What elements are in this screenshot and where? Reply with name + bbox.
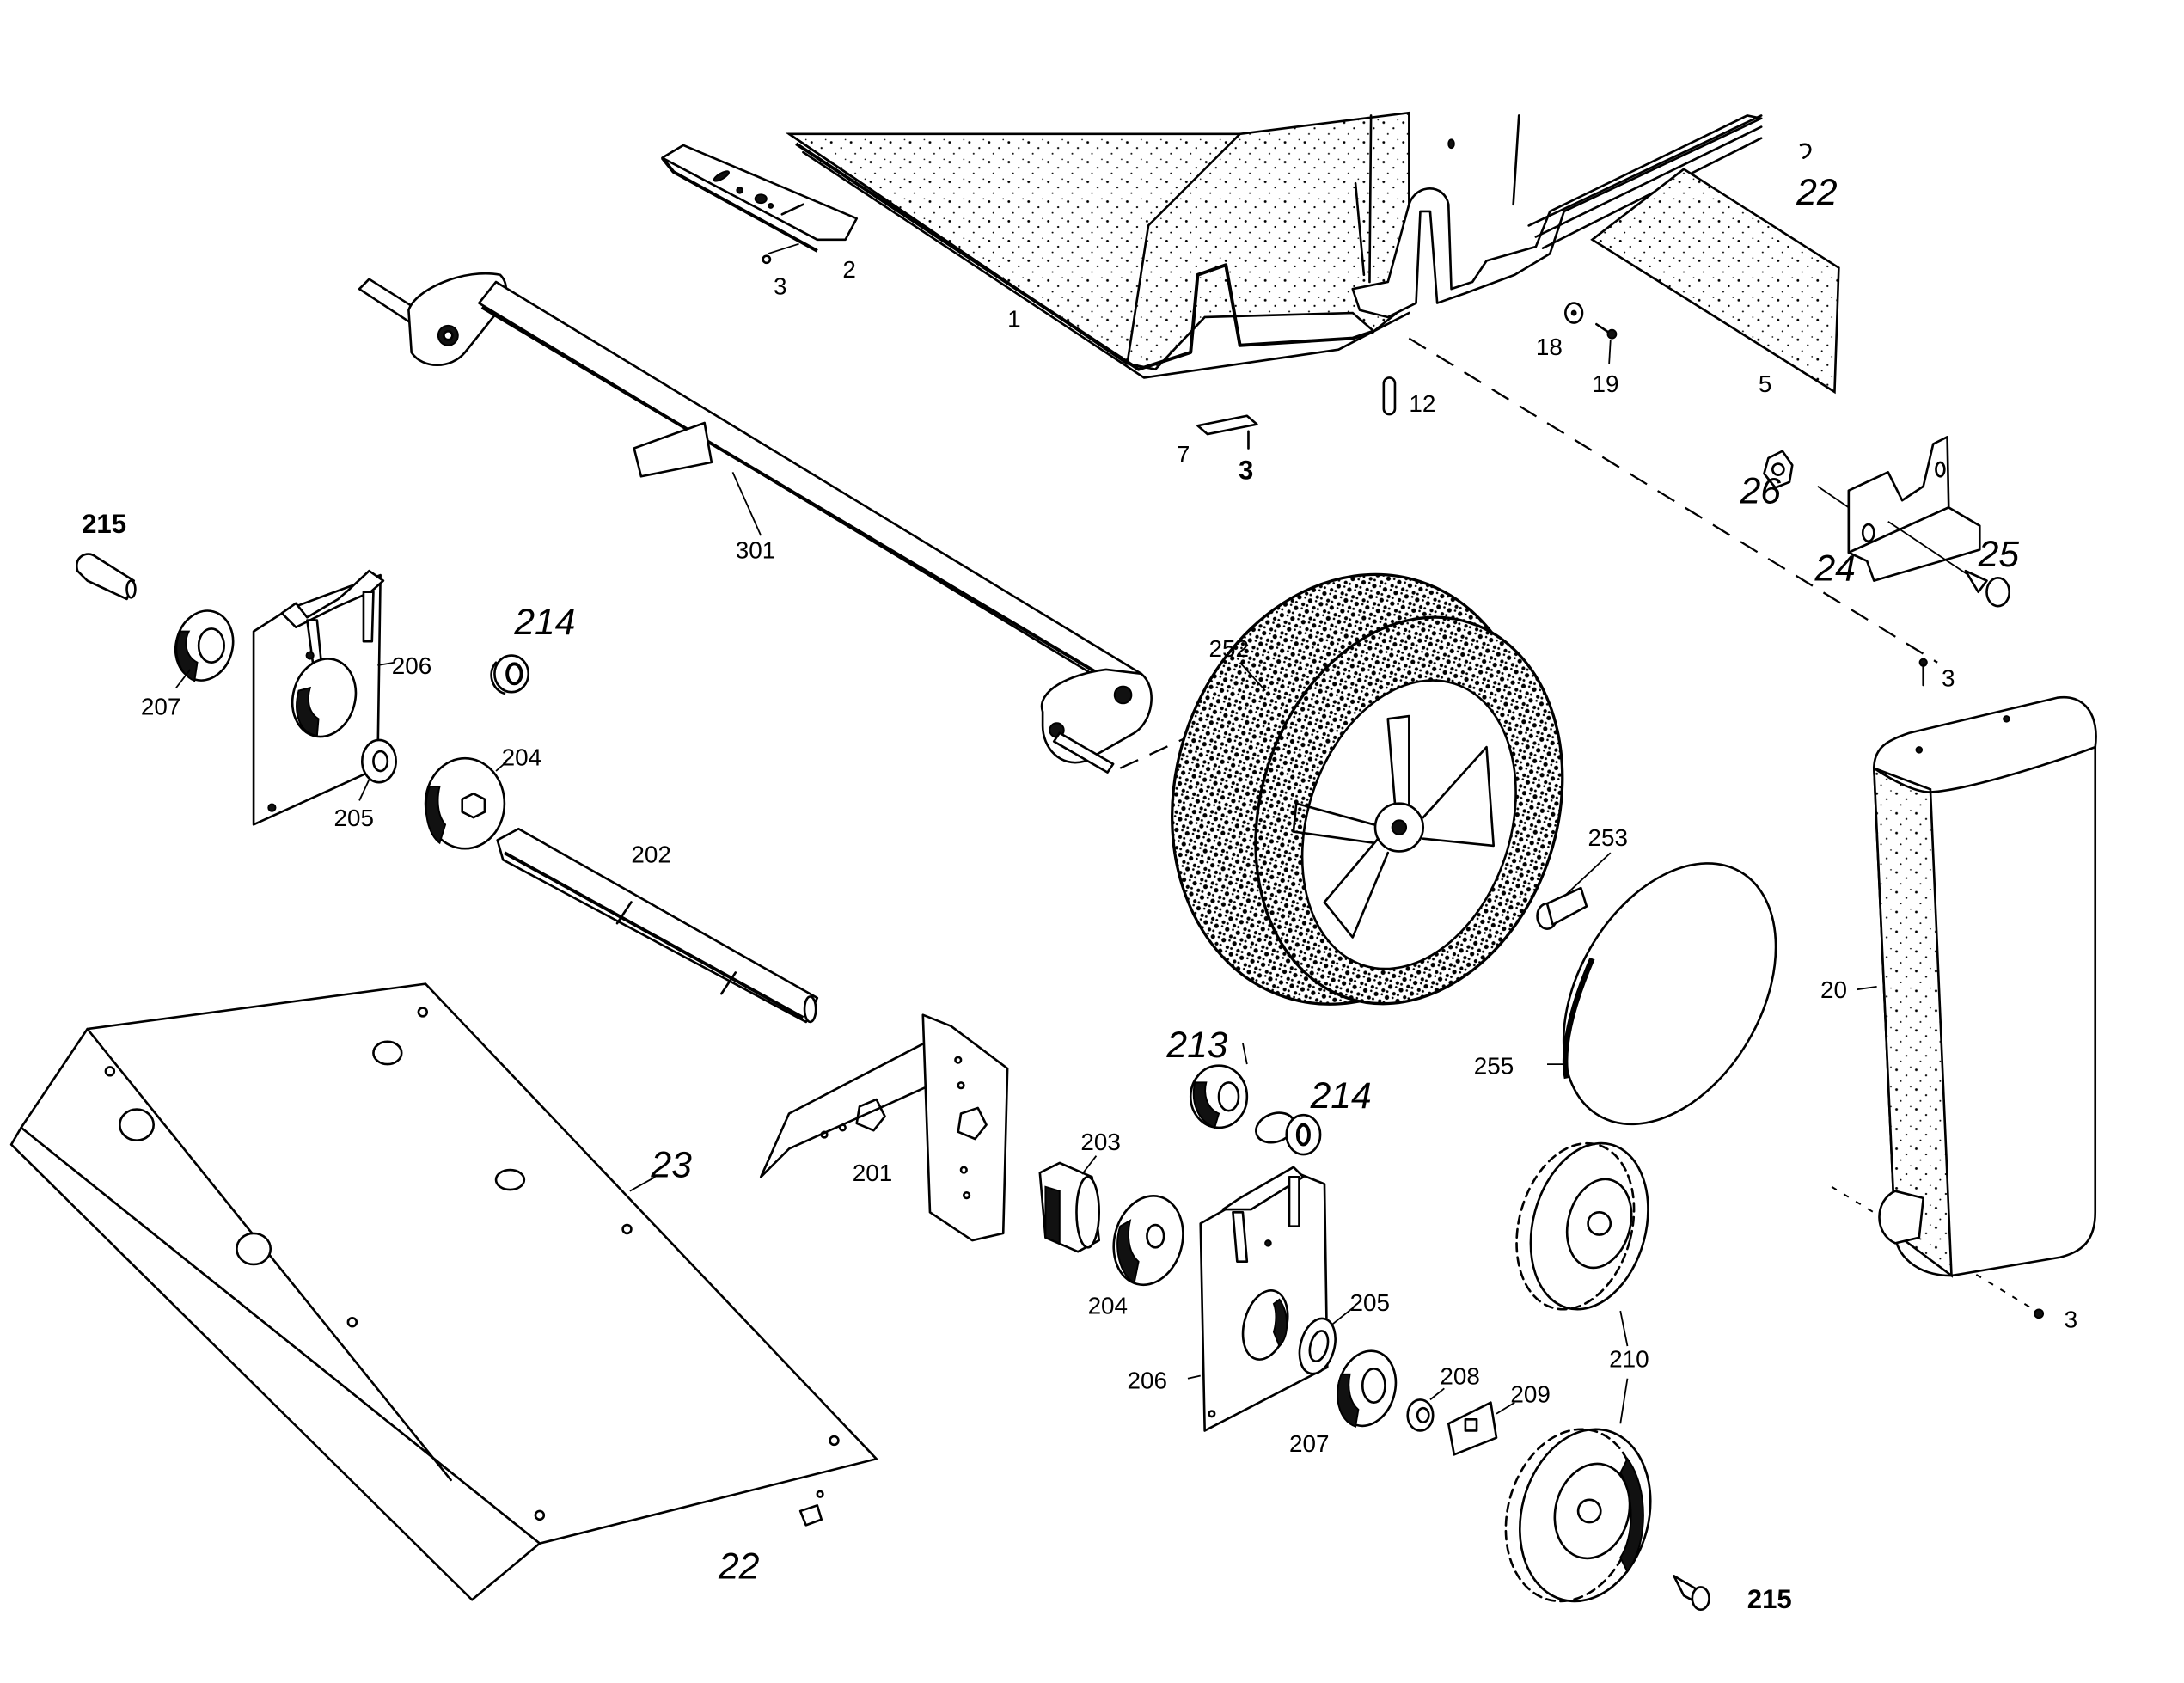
callout-210: 210 [1609, 1346, 1649, 1373]
callout-12: 12 [1409, 390, 1435, 417]
callout-206-left: 206 [392, 652, 431, 679]
part-25-bolt: 25 [1887, 520, 2020, 608]
callout-24: 24 [1814, 548, 1855, 590]
part-26-nut: 26 [1740, 450, 1794, 511]
callout-23: 23 [650, 1144, 692, 1185]
part-20-cover: 20 3 3 [1820, 658, 2097, 1333]
callout-5: 5 [1759, 370, 1771, 397]
part-213-spacer: 213 [1165, 1025, 1249, 1129]
callout-3-cover-bottom: 3 [2065, 1307, 2077, 1333]
callout-7: 7 [1177, 441, 1190, 468]
callout-255: 255 [1474, 1053, 1514, 1080]
part-201-blade: 201 [759, 1013, 1009, 1242]
callout-214-right: 214 [1310, 1075, 1372, 1117]
callout-25: 25 [1978, 534, 2020, 575]
callout-205-right: 205 [1350, 1289, 1390, 1316]
part-5-flap: 5 22 [1590, 143, 1840, 397]
part-255-hubcap: 255 [1474, 862, 1777, 1126]
part-12-pin: 12 [1382, 376, 1435, 417]
assembly-line-housing-cover [1408, 337, 1938, 664]
part-207-bearing-right: 207 [1289, 1349, 1398, 1457]
part-19-screw: 19 [1592, 322, 1618, 397]
part-2-plate: 3 2 [660, 144, 859, 300]
callout-3-top: 3 [774, 273, 786, 300]
callout-205-left: 205 [334, 805, 374, 831]
callout-207-right: 207 [1289, 1430, 1329, 1457]
part-253-bolt: 253 [1536, 824, 1628, 930]
callout-203: 203 [1080, 1129, 1120, 1155]
part-215-bolt-left: 215 [75, 509, 137, 601]
part-203-bushing: 203 [1038, 1129, 1121, 1253]
callout-213: 213 [1165, 1025, 1227, 1066]
part-18-washer: 18 [1536, 302, 1584, 360]
callout-3-mid: 3 [1239, 456, 1253, 486]
assembly-line-cover-screw [1831, 1185, 2037, 1312]
part-208-nut: 208 [1406, 1362, 1480, 1432]
callout-209: 209 [1510, 1381, 1550, 1408]
callout-204-left: 204 [502, 744, 541, 770]
callout-18: 18 [1536, 334, 1563, 360]
callout-206-right: 206 [1127, 1367, 1166, 1393]
part-23-base-plate: 23 [9, 982, 878, 1601]
callout-204-right: 204 [1088, 1292, 1128, 1319]
part-205-washer-right: 205 [1298, 1289, 1390, 1375]
callout-3-cover-top: 3 [1942, 665, 1955, 692]
callout-214-left: 214 [513, 602, 575, 643]
callout-301: 301 [736, 536, 775, 563]
part-7-clip: 7 3 [1177, 414, 1258, 486]
callout-22-bottom: 22 [718, 1546, 760, 1588]
callout-201: 201 [853, 1160, 892, 1186]
part-214-right: 214 [1255, 1075, 1372, 1156]
part-207-bearing-left: 207 [141, 609, 235, 719]
callout-215-left: 215 [82, 509, 126, 539]
part-205-washer-left: 205 [334, 738, 397, 831]
part-206-bracket-left: 206 [252, 569, 431, 826]
callout-19: 19 [1592, 370, 1618, 397]
callout-202: 202 [631, 842, 670, 868]
callout-208: 208 [1440, 1362, 1479, 1389]
callout-207-left: 207 [141, 693, 180, 719]
part-204-hub-left: 204 [424, 744, 541, 850]
part-202-shaft: 202 [496, 827, 819, 1024]
part-252-wheel: 252 [1171, 572, 1564, 1006]
callout-2: 2 [842, 256, 855, 283]
part-24-bracket: 24 [1814, 436, 1981, 590]
part-22-bolt-bottom: 22 [718, 1490, 824, 1588]
part-214-left: 214 [490, 602, 575, 695]
callout-1: 1 [1007, 305, 1020, 332]
callout-26: 26 [1740, 470, 1782, 511]
callout-215-right: 215 [1747, 1584, 1792, 1614]
part-204-hub-right: 204 [1088, 1195, 1184, 1319]
part-215-bolt-right: 215 [1673, 1575, 1792, 1614]
part-210-gear-wheel: 210 [1504, 1141, 1652, 1603]
callout-252: 252 [1209, 635, 1249, 662]
callout-20: 20 [1820, 976, 1847, 1003]
callout-253: 253 [1588, 824, 1628, 851]
part-1-housing: 1 [785, 111, 1763, 379]
callout-22-top: 22 [1796, 172, 1838, 213]
part-209-plate: 209 [1447, 1381, 1551, 1456]
part-301-axle: 301 [358, 272, 1153, 774]
part-206-bracket-right: 206 [1127, 1166, 1329, 1432]
